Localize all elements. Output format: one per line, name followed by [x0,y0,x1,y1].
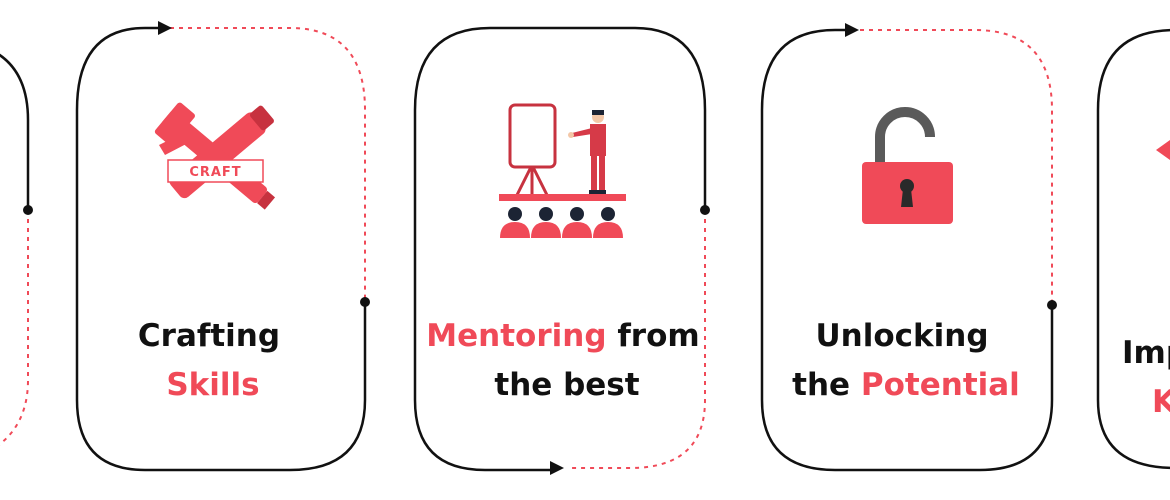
card-3-line-1: Unlocking [815,318,988,354]
card-2-line-1-plain: from [607,318,700,354]
mentor-presentation-icon [499,103,626,238]
card-partial-left [0,53,33,446]
card-1-line-1-plain: Crafting [138,318,280,354]
open-padlock-icon [862,107,953,224]
card-1-line-2-highlight: Skills [166,367,259,403]
connector-dot [23,205,33,215]
arrow-icon [1156,140,1170,160]
connector-dot [700,205,710,215]
card-3-line-1-plain: Unlocking [815,318,988,354]
connector-dot [360,297,370,307]
card-2-line-1-highlight: Mentoring [426,318,606,354]
card-4-line-1-plain: Imp [1122,335,1170,371]
card-2-line-1: Mentoring from [426,318,699,354]
card-4-line-2-highlight: K [1152,384,1170,420]
connector-dot [1047,300,1057,310]
card-partial-right [1096,28,1170,470]
arrowhead-icon [158,21,172,35]
craft-banner [167,159,264,183]
arrowhead-icon [550,461,564,475]
card-2-line-2: the best [494,367,639,403]
card-mentoring [413,26,710,475]
card-2-line-2-plain: the best [494,367,639,403]
card-1-line-2: Skills [166,367,259,403]
arrowhead-icon [845,23,859,37]
card-4-line-2: K [1152,384,1170,420]
card-crafting-skills [75,21,370,472]
audience-icon [500,207,623,238]
card-3-line-2: the Potential [792,367,1020,403]
card-3-line-2-highlight: Potential [861,367,1020,403]
craft-tools-icon: CRAFT [154,102,276,210]
card-3-line-2-plain: the [792,367,861,403]
craft-icon-text: CRAFT [189,165,241,180]
card-1-line-1: Crafting [138,318,280,354]
card-unlocking [760,23,1057,472]
card-4-line-1: Imp [1122,335,1170,371]
